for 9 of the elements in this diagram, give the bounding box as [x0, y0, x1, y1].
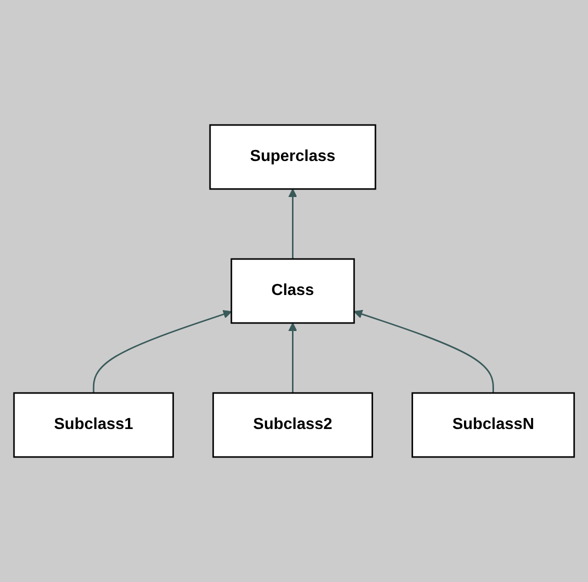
node-box: SubclassN — [412, 392, 575, 458]
node-box: Subclass1 — [13, 392, 174, 458]
node-box: Subclass2 — [212, 392, 373, 458]
arrow — [288, 188, 298, 259]
arrow — [288, 322, 298, 393]
node-box: Superclass — [209, 124, 376, 190]
arrow — [92, 310, 232, 393]
arrow — [354, 310, 494, 393]
node-box: Class — [230, 258, 355, 324]
